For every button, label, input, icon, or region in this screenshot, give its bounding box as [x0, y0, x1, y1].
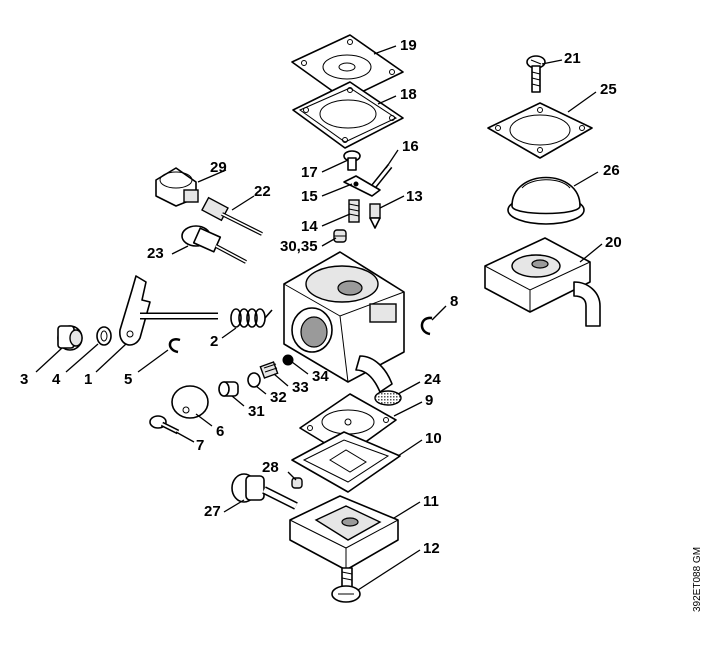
callout-6: 6 — [216, 423, 224, 440]
callout-2: 2 — [210, 333, 218, 350]
part-14-spring — [348, 199, 360, 223]
callout-33: 33 — [292, 379, 309, 396]
part-32-o-ring — [247, 372, 261, 388]
callout-labels: 19 18 21 25 17 16 29 22 15 13 26 14 30,3… — [20, 37, 622, 557]
callout-29: 29 — [210, 159, 227, 176]
part-6-disc — [171, 385, 209, 419]
part-22-adjusting-screw — [201, 196, 263, 236]
callout-10: 10 — [425, 430, 442, 447]
callout-34: 34 — [312, 368, 329, 385]
part-16-pin — [371, 164, 393, 188]
part-18-plate — [292, 81, 404, 149]
part-5-clip — [168, 338, 181, 354]
callout-32: 32 — [270, 389, 287, 406]
callout-13: 13 — [406, 188, 423, 205]
part-7-screw — [149, 415, 180, 435]
callout-14: 14 — [301, 218, 318, 235]
callout-28: 28 — [262, 459, 279, 476]
part-11-cover — [289, 495, 399, 571]
part-21-screw — [526, 55, 546, 93]
callout-15: 15 — [301, 188, 318, 205]
callout-21: 21 — [564, 50, 581, 67]
part-20-pump-housing — [484, 237, 601, 327]
part-34-ball — [282, 354, 294, 366]
part-29-limiter-cap — [155, 167, 199, 207]
part-15-lever — [343, 175, 381, 197]
part-24-screen — [374, 390, 402, 406]
callout-1: 1 — [84, 371, 92, 388]
callout-30-35: 30,35 — [280, 238, 318, 255]
callout-27: 27 — [204, 503, 221, 520]
callout-19: 19 — [400, 37, 417, 54]
part-19-gasket — [291, 34, 404, 101]
part-8-clip — [420, 316, 433, 336]
part-30-35-plug — [333, 229, 347, 243]
part-26-primer-bulb — [507, 176, 585, 225]
callout-5: 5 — [124, 371, 132, 388]
leader-lines — [35, 45, 603, 591]
part-23-adjusting-screw — [181, 225, 247, 264]
part-10-gasket — [291, 431, 401, 493]
part-17-screw — [343, 150, 361, 171]
part-4-washer — [96, 326, 112, 346]
part-12-screw — [331, 567, 361, 603]
part-25-cover-plate — [487, 102, 593, 159]
part-33-spring — [259, 361, 279, 379]
callout-23: 23 — [147, 245, 164, 262]
callout-31: 31 — [248, 403, 265, 420]
callout-7: 7 — [196, 437, 204, 454]
callout-16: 16 — [402, 138, 419, 155]
carburetor-body — [283, 251, 405, 393]
callout-25: 25 — [600, 81, 617, 98]
callout-18: 18 — [400, 86, 417, 103]
callout-22: 22 — [254, 183, 271, 200]
callout-4: 4 — [52, 371, 61, 388]
document-id: 392ET088 GM — [692, 547, 703, 612]
callout-8: 8 — [450, 293, 458, 310]
part-1-throttle-lever — [119, 275, 218, 346]
callout-26: 26 — [603, 162, 620, 179]
callout-17: 17 — [301, 164, 318, 181]
part-31-valve — [218, 381, 239, 397]
part-27-screw — [231, 473, 298, 510]
part-2-spring — [230, 308, 273, 328]
part-3-nut — [57, 325, 83, 351]
callout-9: 9 — [425, 392, 433, 409]
part-13-needle — [369, 203, 381, 229]
callout-12: 12 — [423, 540, 440, 557]
callout-20: 20 — [605, 234, 622, 251]
part-28-plug — [291, 477, 303, 489]
callout-24: 24 — [424, 371, 441, 388]
callout-3: 3 — [20, 371, 28, 388]
callout-11: 11 — [423, 493, 439, 510]
